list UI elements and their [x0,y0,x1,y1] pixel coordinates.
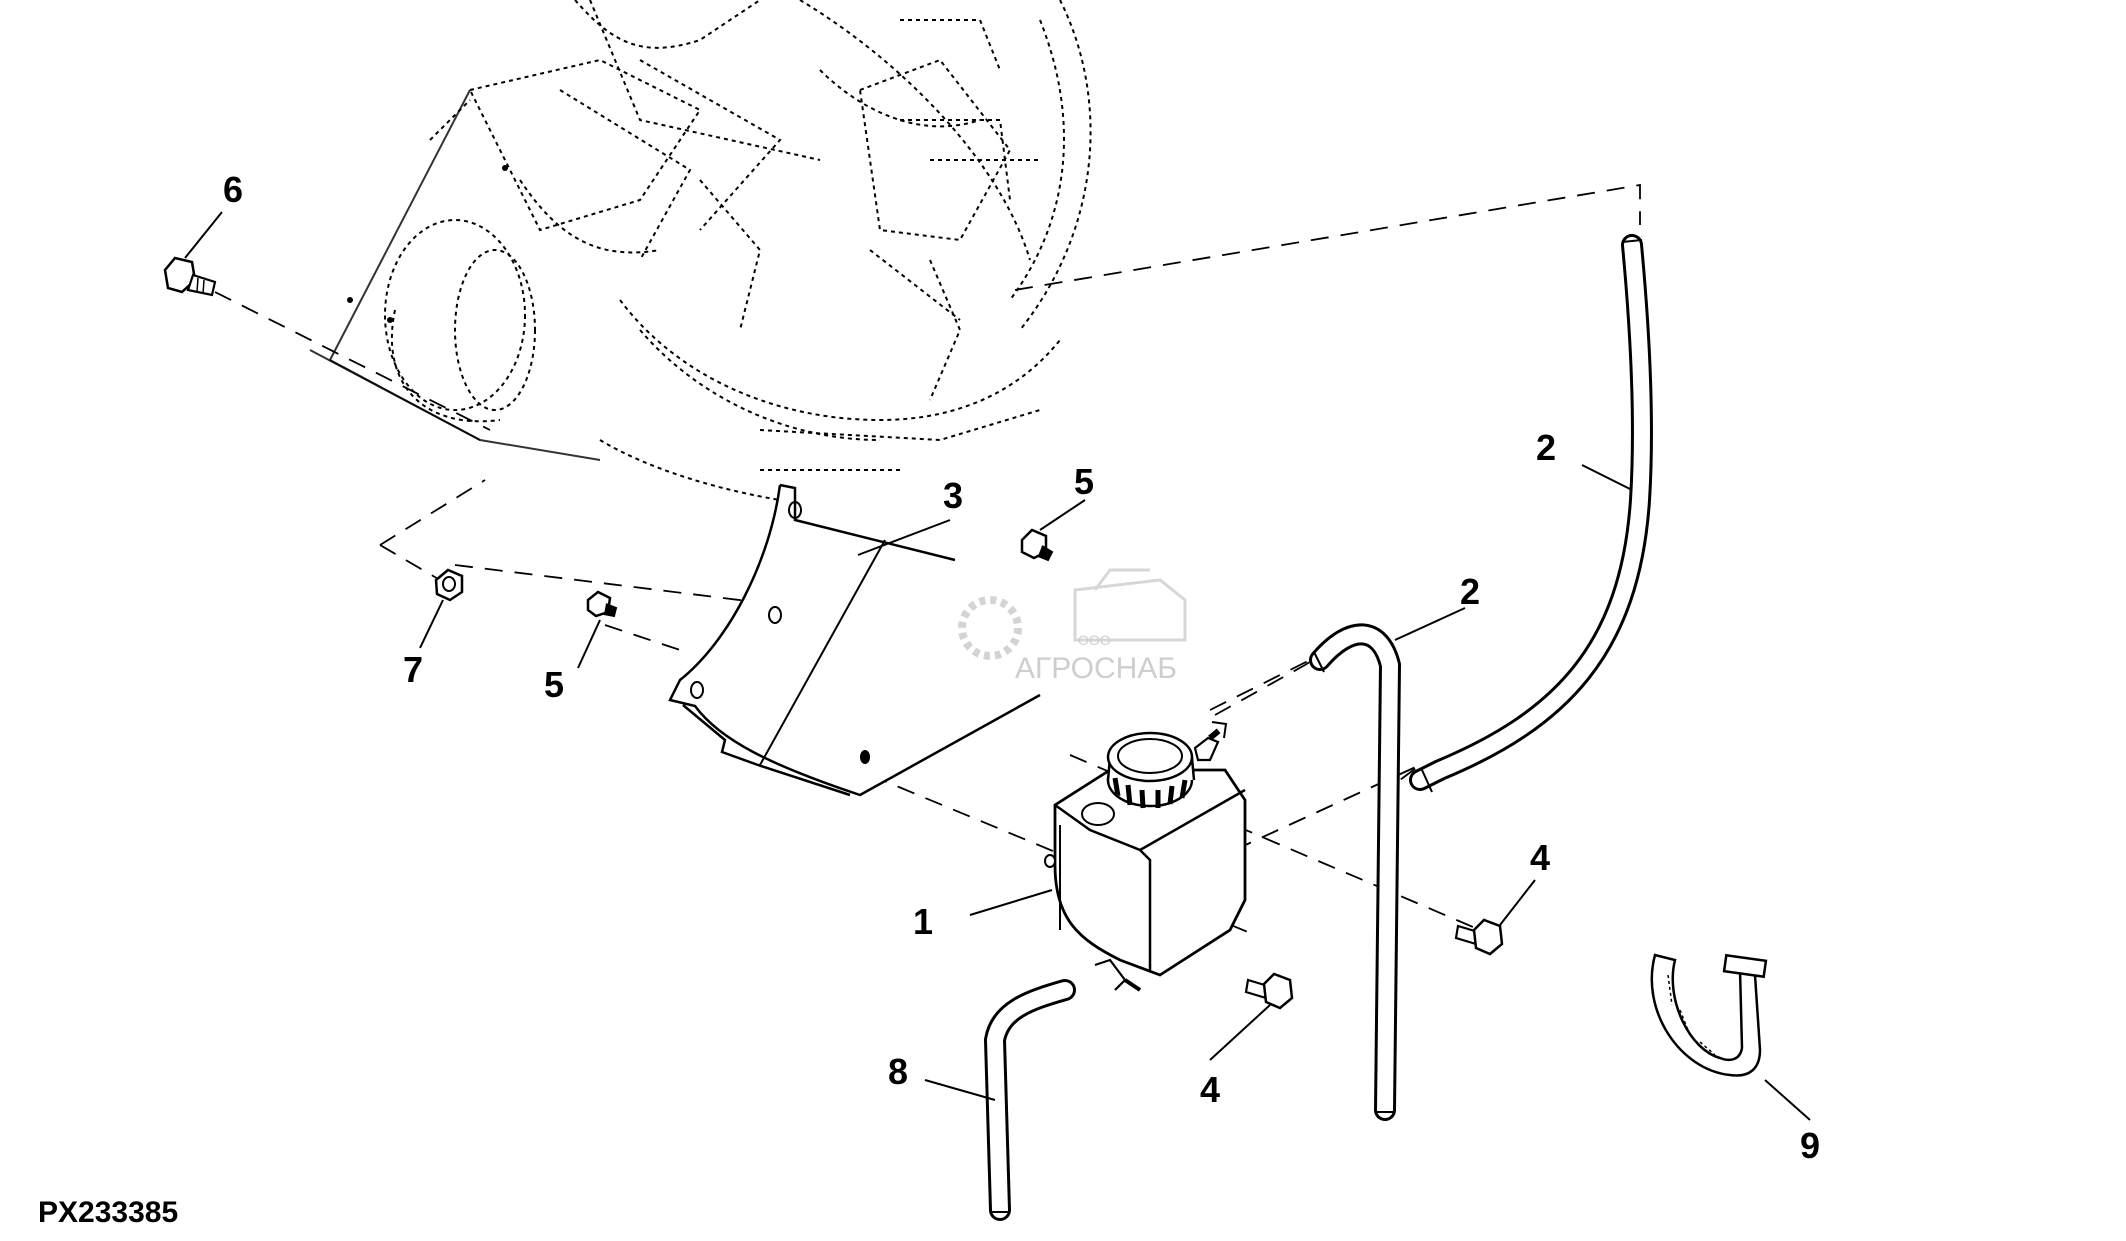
callout-9: 9 [1800,1125,1820,1166]
screw-5-left [586,590,618,618]
callout-6: 6 [223,169,243,210]
callout-1: 1 [913,901,933,942]
callout-4-lower: 4 [1200,1069,1220,1110]
cap-screw-6 [163,256,217,297]
hose-middle-vertical [1309,623,1401,1121]
coolant-reservoir [1044,721,1247,992]
callout-labels: 1 2 2 3 4 4 5 5 6 7 8 9 [223,169,1820,1166]
leader-lines [184,211,1811,1121]
callout-5-upper: 5 [1074,461,1094,502]
watermark-company-name: АГРОСНАБ [1015,652,1177,685]
hose-long-right [1409,234,1653,793]
cap-screw-4-right [1454,918,1504,956]
engine-fan-shroud-ghost [309,0,1092,501]
screw-5-right [1020,528,1054,562]
figure-code: PX233385 [38,1196,178,1229]
nut-7 [434,568,464,602]
callout-7: 7 [403,649,423,690]
callout-2-middle: 2 [1460,571,1480,612]
hose-clamp [1650,953,1768,1077]
watermark: ООО АГРОСНАБ [958,568,1187,685]
hose-lower-left [984,979,1076,1221]
callout-5-lower: 5 [544,664,564,705]
callout-2-upper: 2 [1536,427,1556,468]
callout-8: 8 [888,1051,908,1092]
watermark-prefix: ООО [1078,632,1111,648]
callout-3: 3 [943,475,963,516]
assembly-lines [214,183,1641,936]
bracket-plate [668,483,1041,797]
callout-4-right: 4 [1530,837,1550,878]
cap-screw-4-lower [1244,972,1294,1010]
